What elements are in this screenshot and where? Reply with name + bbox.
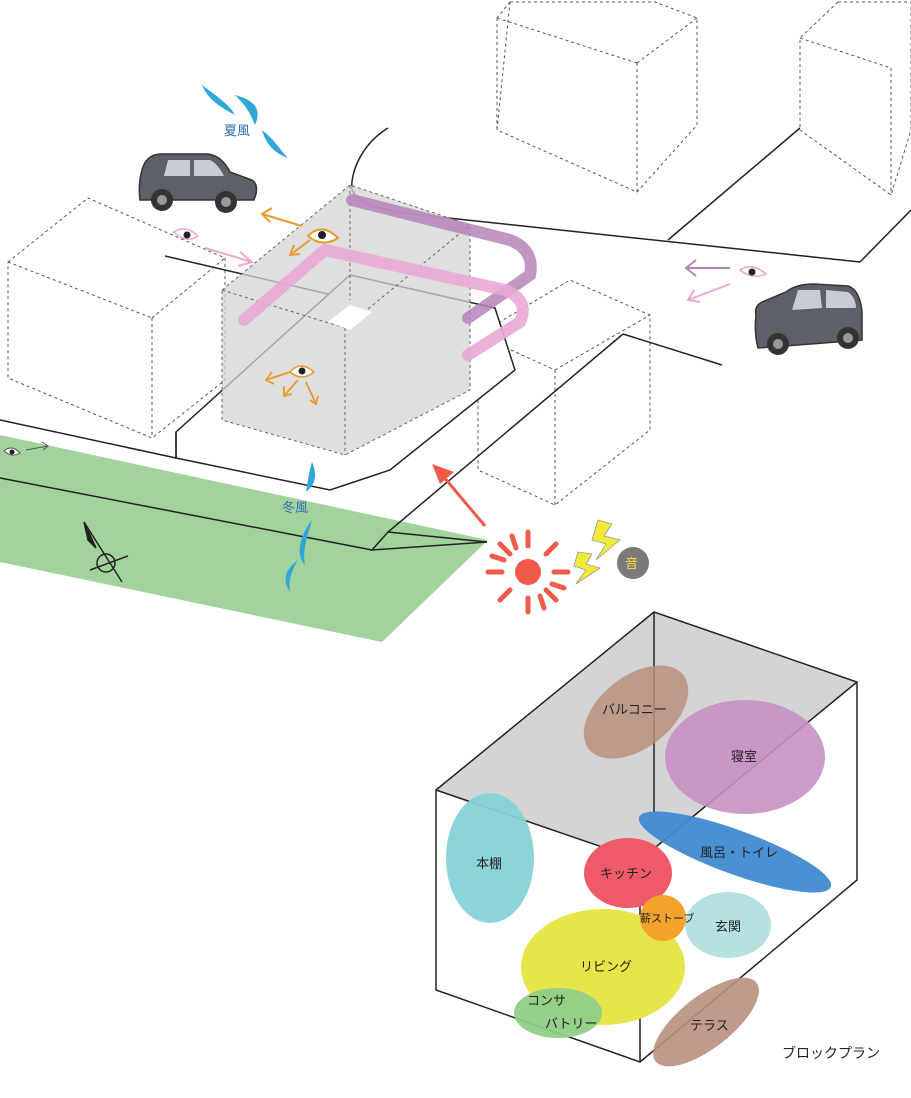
zone-kitchen bbox=[584, 838, 672, 908]
zone-entrance bbox=[685, 892, 771, 958]
pink-view-band bbox=[238, 243, 529, 361]
purple-view-band bbox=[346, 194, 537, 324]
eye-icon bbox=[172, 228, 200, 240]
label-living: リビング bbox=[580, 960, 632, 975]
sun-direction-arrow bbox=[432, 464, 487, 527]
zone-balcony bbox=[583, 665, 689, 759]
eye-icon bbox=[288, 365, 316, 378]
view-arrows-purple bbox=[684, 259, 731, 303]
label-entrance: 玄関 bbox=[715, 920, 741, 935]
lightning-icon bbox=[573, 519, 621, 585]
label-wood-stove: 薪ストーブ bbox=[640, 911, 694, 925]
sound-badge bbox=[617, 547, 649, 579]
zone-terrace bbox=[653, 977, 759, 1067]
view-arrows-orange bbox=[260, 207, 311, 257]
block-plan: バルコニー 寝室 本棚 風呂・トイレ キッチン 薪ストーブ 玄関 リビング コン… bbox=[435, 611, 858, 1067]
zone-bath bbox=[638, 811, 832, 893]
winter-wind-icon bbox=[285, 462, 316, 592]
label-terrace: テラス bbox=[690, 1019, 729, 1034]
eye-icon bbox=[306, 228, 340, 244]
neighbor-building-top-right bbox=[799, 1, 911, 196]
courtyard-void bbox=[328, 305, 372, 330]
zone-bedroom bbox=[665, 700, 825, 814]
zone-conservatory bbox=[514, 988, 602, 1038]
label-bedroom: 寝室 bbox=[731, 749, 757, 765]
eye-icon bbox=[738, 266, 768, 277]
neighbor-building-top bbox=[496, 1, 698, 193]
label-conservatory-2: バトリー bbox=[545, 1017, 597, 1032]
label-conservatory-1: コンサ bbox=[527, 994, 566, 1009]
block-plan-caption: ブロックプラン bbox=[782, 1045, 880, 1062]
view-arrow-small bbox=[25, 441, 49, 451]
zone-stove bbox=[640, 895, 686, 941]
label-kitchen: キッチン bbox=[600, 867, 652, 882]
view-arrows-orange-courtyard bbox=[264, 371, 319, 406]
sun-icon bbox=[485, 529, 571, 615]
eye-icon bbox=[3, 447, 21, 456]
zone-bookshelf bbox=[446, 793, 534, 923]
winter-wind-label: 冬風 bbox=[282, 500, 308, 516]
compass-icon bbox=[83, 521, 129, 583]
summer-wind-label: 夏風 bbox=[224, 124, 250, 139]
green-belt bbox=[0, 435, 488, 642]
view-arrow bbox=[204, 247, 255, 267]
neighbor-building-right bbox=[477, 279, 651, 506]
summer-wind-icon bbox=[202, 85, 288, 158]
car-icon bbox=[138, 153, 258, 213]
label-bath-toilet: 風呂・トイレ bbox=[700, 846, 778, 861]
label-balcony: バルコニー bbox=[602, 703, 667, 718]
label-bookshelf: 本棚 bbox=[476, 857, 502, 872]
sound-label: 音 bbox=[625, 556, 638, 572]
car-icon bbox=[754, 283, 863, 355]
